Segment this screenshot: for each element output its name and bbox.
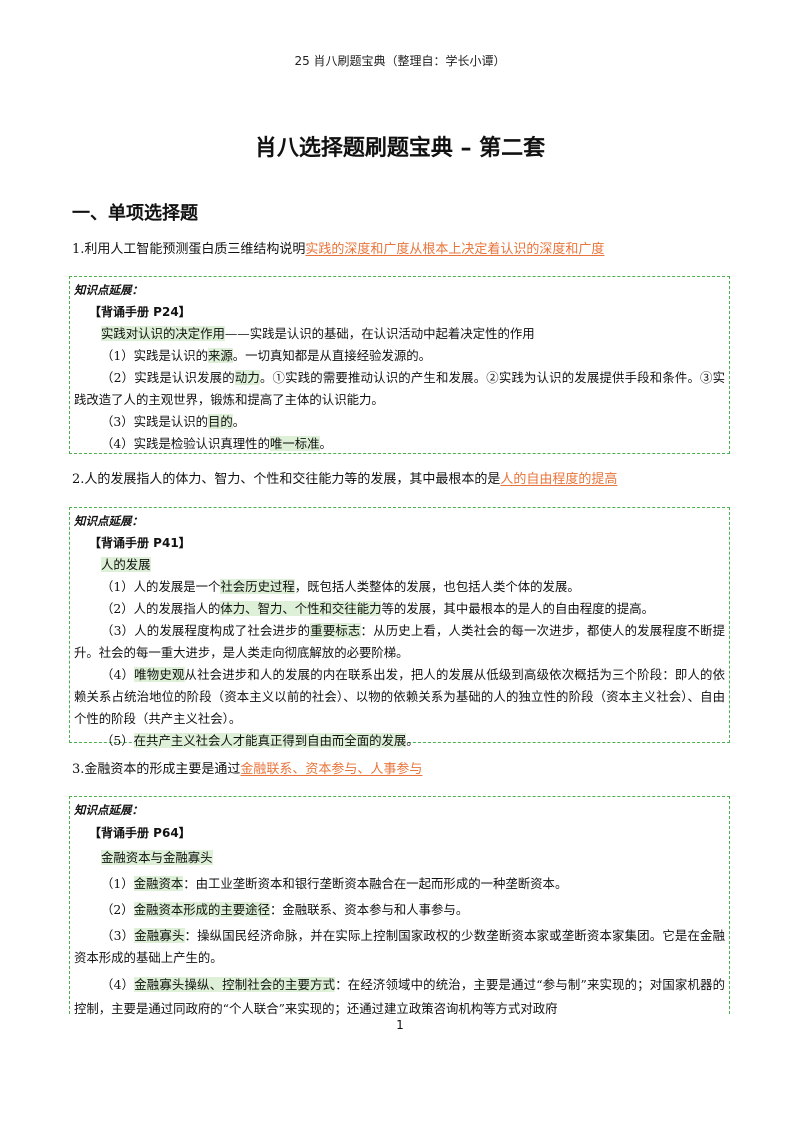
topic-tail: ——实践是认识的基础，在认识活动中起着决定性的作用 [224,326,535,341]
handbook-reference: 【背诵手册 P41】 [89,536,191,550]
point-item: （4）唯物史观从社会进步和人的发展的内在联系出发，把人的发展从低级到高级依次概括… [74,667,725,726]
point-item: （3）实践是认识的目的。 [101,414,246,429]
knowledge-box-2: 知识点延展： 【背诵手册 P41】 人的发展 （1）人的发展是一个社会历史过程，… [69,507,730,748]
handbook-reference: 【背诵手册 P24】 [89,305,191,319]
topic-line: 金融资本与金融寡头 [74,845,725,871]
question-3: 3.金融资本的形成主要是通过金融联系、资本参与、人事参与 [72,760,422,780]
keyword-highlight: 体力、智力、个性和交往能力 [220,601,382,616]
topic-title: 金融资本与金融寡头 [101,850,213,865]
point-item: （4）实践是检验认识真理性的唯一标准。 [101,436,332,451]
answer-text: 实践的深度和广度从根本上决定着认识的深度和广度 [305,242,605,257]
knowledge-label: 知识点延展： [74,283,143,297]
handbook-reference: 【背诵手册 P64】 [89,826,191,840]
point-item: （3）金融寡头：操纵国民经济命脉，并在实际上控制国家政权的少数垄断资本家或垄断资… [74,928,725,965]
point-item: （3）人的发展程度构成了社会进步的重要标志：从历史上看，人类社会的每一次进步，都… [74,623,725,660]
answer-text: 金融联系、资本参与、人事参与 [240,762,423,777]
keyword-highlight: 金融资本形成的主要途径 [133,902,270,917]
keyword-highlight: 唯物史观 [134,667,185,682]
topic-title: 人的发展 [101,557,151,572]
point-item: （1）人的发展是一个社会历史过程，既包括人类整体的发展，也包括人类个体的发展。 [101,579,580,594]
keyword-highlight: 金融资本 [133,876,184,891]
knowledge-box-1: 知识点延展： 【背诵手册 P24】 实践对认识的决定作用——实践是认识的基础，在… [69,276,730,454]
point-item: （2）人的发展指人的体力、智力、个性和交往能力等的发展，其中最根本的是人的自由程… [101,601,655,616]
point-item: （2）实践是认识发展的动力。①实践的需要推动认识的产生和发展。②实践为认识的发展… [74,370,726,407]
page-number: 1 [396,1018,404,1032]
topic-title: 实践对认识的决定作用 [101,326,225,341]
question-stem: 2.人的发展指人的体力、智力、个性和交往能力等的发展，其中最根本的是 [72,472,501,487]
knowledge-label: 知识点延展： [74,514,143,528]
topic-line: 人的发展 [74,554,725,576]
point-item: （1）金融资本：由工业垄断资本和银行垄断资本融合在一起而形成的一种垄断资本。 [101,876,568,891]
topic-line: 实践对认识的决定作用——实践是认识的基础，在认识活动中起着决定性的作用 [74,323,725,345]
keyword-highlight: 动力 [234,370,260,385]
question-stem: 3.金融资本的形成主要是通过 [72,762,241,777]
keyword-highlight: 在共产主义社会人才能真正得到自由而全面的发展 [133,733,407,748]
point-item: （4）金融寡头操纵、控制社会的主要方式：在经济领域中的统治，主要是通过“参与制”… [74,977,725,1016]
question-1: 1.利用人工智能预测蛋白质三维结构说明实践的深度和广度从根本上决定着认识的深度和… [72,240,604,260]
point-item: （1）实践是认识的来源。一切真知都是从直接经验发源的。 [101,348,432,363]
keyword-highlight: 来源 [208,348,233,363]
answer-text: 人的自由程度的提高 [500,472,618,487]
keyword-highlight: 目的 [208,414,233,429]
keyword-highlight: 重要标志 [310,623,361,638]
keyword-highlight: 社会历史过程 [220,579,295,594]
knowledge-box-3: 知识点延展： 【背诵手册 P64】 金融资本与金融寡头 （1）金融资本：由工业垄… [69,796,730,1016]
document-title: 肖八选择题刷题宝典 – 第二套 [254,136,546,161]
section-heading: 一、单项选择题 [72,203,198,224]
page-header: 25 肖八刷题宝典（整理自：学长小谭） [294,54,506,68]
knowledge-label: 知识点延展： [74,803,143,817]
keyword-highlight: 金融寡头 [134,928,185,943]
keyword-highlight: 唯一标准 [269,436,320,451]
point-item: （5）在共产主义社会人才能真正得到自由而全面的发展。 [101,733,419,748]
question-2: 2.人的发展指人的体力、智力、个性和交往能力等的发展，其中最根本的是人的自由程度… [72,470,617,490]
keyword-highlight: 金融寡头操纵、控制社会的主要方式 [134,977,336,992]
question-stem: 1.利用人工智能预测蛋白质三维结构说明 [72,242,306,257]
point-item: （2）金融资本形成的主要途径：金融联系、资本参与和人事参与。 [101,902,469,917]
